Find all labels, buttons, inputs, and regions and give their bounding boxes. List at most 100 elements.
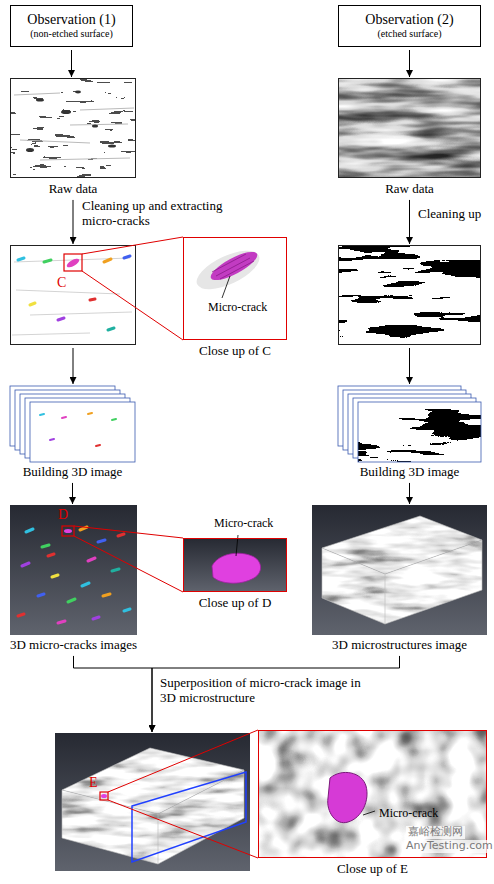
box-subtitle: (non-etched surface) [30,28,112,40]
box-heading: Observation (2) [365,12,453,28]
raw-image: Raw data [338,78,481,178]
crack-label: Micro-crack [379,807,438,821]
crack-close-up [258,730,487,858]
extracted-cracks [10,245,136,345]
image-stack [30,402,135,462]
raw-micrograph [108,145,116,148]
image-stack [358,402,481,462]
extracted-cracks [10,245,136,345]
crack-close-up [328,772,367,822]
flow-arrow [73,200,74,244]
image-stack [112,419,116,420]
flow-arrow [409,50,410,77]
crack-3d-render [112,569,119,571]
extracted-cracks [18,258,24,260]
superposed-3d-render [55,733,250,871]
crack-3d-render [80,527,87,530]
image-stack [40,414,44,415]
microstructure-3d-render [385,540,482,624]
image-stack [96,445,100,446]
image-stack: Building 3D image [338,385,481,462]
callout-letter: D [58,507,68,523]
raw-image: Raw data [10,78,136,178]
flow-arrow [74,656,153,732]
image-caption: Raw data [385,182,434,197]
crack-3d-render [38,594,44,596]
crack-3d-render [10,505,137,635]
observation-box: Observation (1)(non-etched surface) [10,5,133,47]
extracted-cracks [104,259,111,262]
extracted-cracks [108,328,114,330]
crack-close-up [183,237,287,340]
close-up-box: Micro-crackClose up of C [183,237,287,340]
watermark-text: 嘉峪检测网 [406,826,465,839]
crack-close-up [183,237,287,340]
crack-3d-render [118,534,124,536]
flow-arrow [409,200,410,244]
crack-close-up [183,535,287,592]
observation-box: Observation (2)(etched surface) [338,5,481,47]
microstructure-3d-render [312,505,487,635]
raw-micrograph [10,78,136,178]
image-caption: 3D micro-cracks images [10,638,137,653]
crack-3d-render [124,609,130,611]
extracted-cracks [30,303,35,305]
image-stack [50,439,54,440]
superposed-3d-render [55,733,250,871]
flow-arrow [72,483,73,504]
image-caption: Close up of E [337,862,408,877]
flow-arrow [409,483,410,504]
crack-close-up [212,254,254,279]
raw-micrograph [10,78,136,178]
extracted-cracks [124,256,130,258]
superposed-3d-render [158,770,244,864]
raw-micrograph [338,78,481,178]
superposed-3d-render [62,790,158,864]
image-stack [62,417,66,418]
raw-micrograph [61,110,71,114]
crack-3d-image: D3D micro-cracks images [10,505,137,635]
crack-3d-render [10,505,137,635]
extracted-cracks [18,256,130,330]
crack-3d-render [62,526,74,536]
crack-3d-render [93,617,99,619]
zoom-line [74,526,183,592]
image-caption: 3D microstructures image [332,638,467,653]
superposed-3d-image: E [55,733,250,871]
cleaned-micrograph [338,245,481,345]
superposed-3d-render [101,794,107,798]
crack-3d-render [22,563,29,566]
superposed-3d-render [132,772,246,862]
image-stack [40,413,116,446]
raw-micrograph [14,93,134,160]
raw-micrograph [92,125,98,128]
crack-3d-render [88,558,95,561]
crack-close-up [207,247,260,286]
raw-micrograph [26,148,34,152]
image-caption: Building 3D image [23,465,123,480]
callout-letter: C [57,275,66,291]
cleaned-micrograph [338,245,481,345]
crack-close-up [183,538,287,592]
microstructure-3d-image: 3D microstructures image [312,505,487,635]
crack-3d-render [52,575,58,577]
edge-label: Cleaning up [418,207,481,222]
callout-letter: E [89,775,98,791]
extracted-cracks [44,260,51,262]
crack-3d-render [42,545,49,547]
crack-3d-render [68,599,75,602]
crack-label: Micro-crack [208,301,267,315]
image-stack: Building 3D image [10,385,135,462]
raw-micrograph [26,91,116,152]
close-up-box: Micro-crackClose up of E [258,730,487,858]
zoom-line [82,237,183,340]
extracted-cracks [65,257,80,269]
crack-label: Micro-crack [214,517,273,531]
crack-close-up [222,276,230,298]
superposed-3d-render [62,748,244,864]
crack-3d-render [18,614,24,616]
crack-3d-render [64,529,72,533]
image-caption: Close up of D [199,596,272,611]
crack-close-up [258,730,487,858]
